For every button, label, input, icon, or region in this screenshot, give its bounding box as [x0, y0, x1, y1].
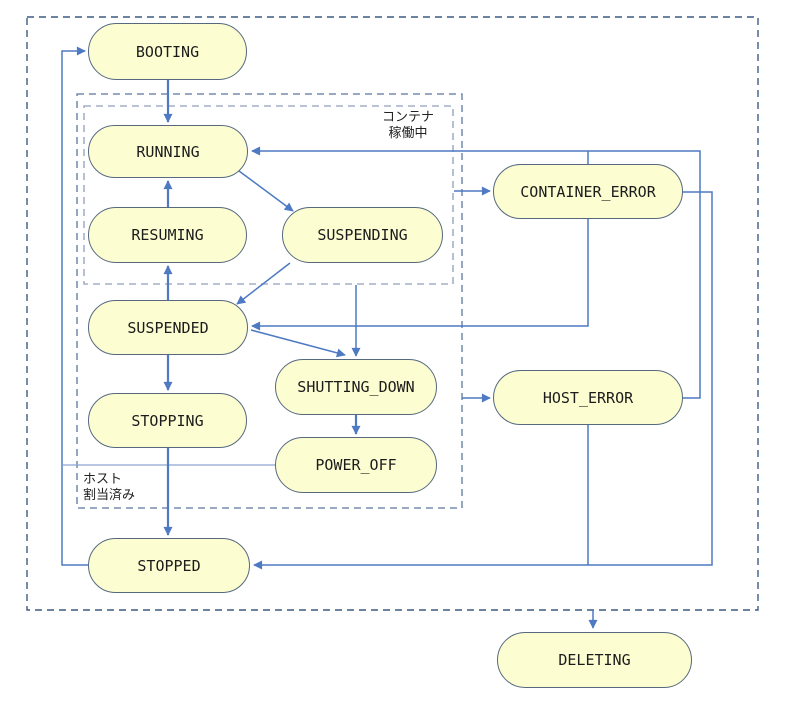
edge-container-error-to-suspended	[251, 218, 589, 331]
state-node-stopped: STOPPED	[88, 538, 250, 593]
state-label: STOPPED	[137, 556, 201, 575]
state-node-host-error: HOST_ERROR	[493, 370, 683, 425]
state-node-running: RUNNING	[88, 125, 248, 178]
host-allocated-zone-border	[76, 93, 463, 509]
state-label: SHUTTING_DOWN	[297, 378, 415, 396]
state-label: RESUMING	[131, 226, 204, 244]
state-node-container-error: CONTAINER_ERROR	[493, 164, 683, 219]
state-node-resuming: RESUMING	[88, 207, 247, 263]
edge-suspending-to-suspended	[236, 262, 291, 305]
state-label: CONTAINER_ERROR	[520, 182, 656, 201]
state-node-suspended: SUSPENDED	[88, 300, 248, 355]
state-label: RUNNING	[136, 142, 200, 161]
zone-label-line: 割当済み	[83, 488, 136, 504]
state-label: DELETING	[558, 651, 631, 669]
edge-running-to-suspending	[238, 170, 294, 212]
edge-stopped-to-booting	[61, 46, 88, 566]
state-node-stopping: STOPPING	[88, 393, 247, 448]
state-label: STOPPING	[131, 411, 204, 430]
host-allocated-zone-label: ホスト 割当済み	[83, 472, 153, 505]
edge-container-error-to-stopped	[253, 191, 713, 570]
state-label: SUSPENDED	[127, 318, 209, 337]
zone-label-line: 稼働中	[388, 126, 428, 142]
state-label: HOST_ERROR	[542, 388, 634, 407]
edge-suspended-to-shutting-down	[250, 329, 346, 358]
zone-label-line: ホスト	[83, 472, 123, 487]
state-node-booting: BOOTING	[88, 23, 247, 80]
container-running-zone-label: コンテナ 稼働中	[368, 110, 448, 143]
state-node-shutting-down: SHUTTING_DOWN	[275, 359, 437, 415]
state-node-power-off: POWER_OFF	[275, 437, 437, 493]
state-label: POWER_OFF	[315, 456, 397, 474]
outer-zone-border	[26, 16, 759, 611]
state-label: BOOTING	[135, 42, 200, 61]
state-node-deleting: DELETING	[497, 632, 692, 688]
state-node-suspending: SUSPENDING	[282, 207, 443, 263]
container-running-zone-border	[83, 105, 454, 285]
edge-host-error-to-running	[251, 146, 701, 399]
zone-label-line: コンテナ	[381, 110, 434, 125]
state-label: SUSPENDING	[317, 226, 408, 244]
